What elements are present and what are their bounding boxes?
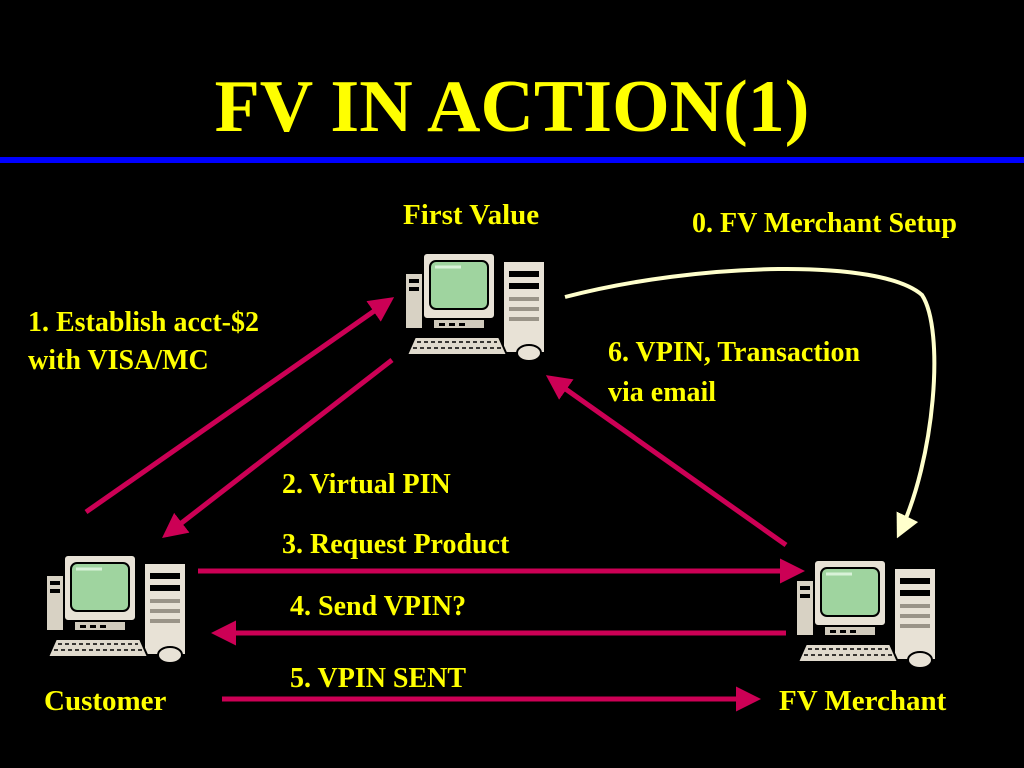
first-value-computer-icon (403, 251, 547, 363)
first-value-label: First Value (403, 199, 540, 231)
setup-arrow (564, 267, 937, 539)
title-divider (0, 157, 1024, 163)
step-3-label: 3. Request Product (282, 529, 510, 560)
step-1-label-line1: 1. Establish acct-$2 (28, 307, 259, 338)
step-5-label: 5. VPIN SENT (290, 663, 467, 694)
merchant-computer-icon (794, 558, 938, 670)
customer-computer-icon (44, 553, 188, 665)
step-6-label-line1: 6. VPIN, Transaction (608, 337, 861, 368)
customer-label: Customer (44, 685, 167, 717)
slide-title: FV IN ACTION(1) (214, 66, 810, 148)
step-1-label-line2: with VISA/MC (28, 345, 209, 376)
virtual-pin-arrow (162, 358, 394, 539)
establish-account-arrow (84, 297, 395, 515)
step-0-label: 0. FV Merchant Setup (692, 208, 957, 239)
step-2-label: 2. Virtual PIN (282, 469, 451, 500)
vpin-transaction-arrow (545, 375, 788, 548)
merchant-label: FV Merchant (779, 685, 947, 717)
step-6-label-line2: via email (608, 377, 717, 408)
step-4-label: 4. Send VPIN? (290, 591, 467, 622)
